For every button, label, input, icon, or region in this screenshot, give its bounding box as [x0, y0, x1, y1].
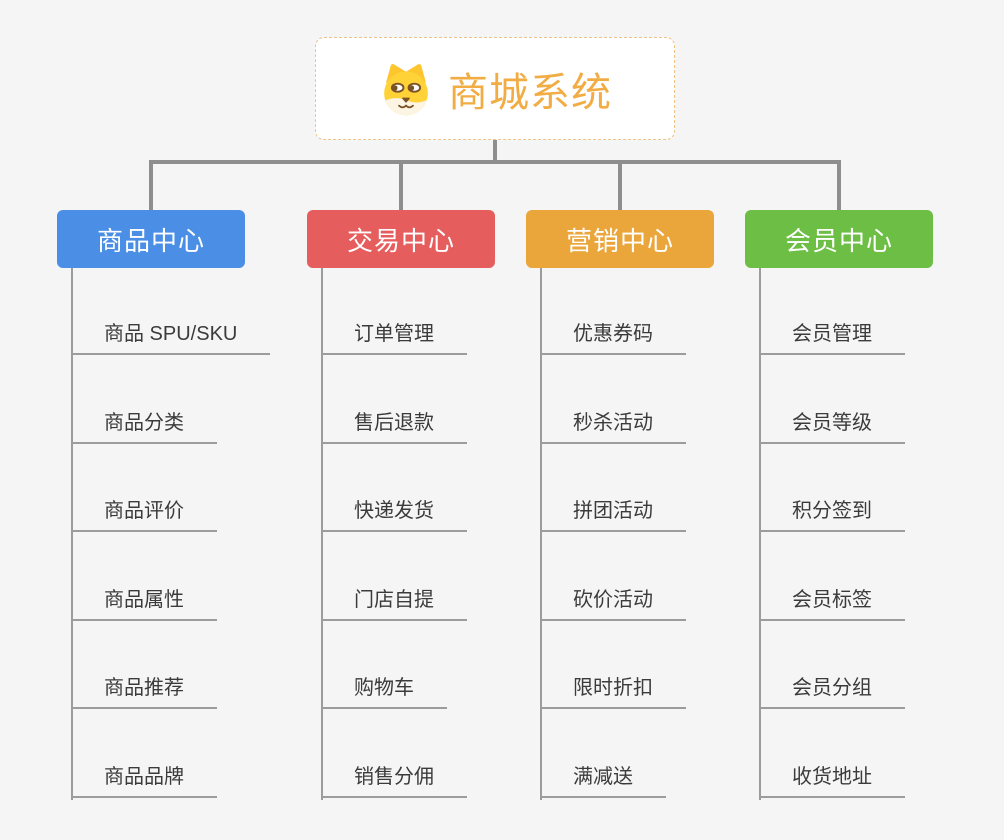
trunk-line-member-center [759, 268, 761, 800]
child-node-trade-center-5[interactable]: 购物车 [321, 674, 447, 709]
child-node-product-center-5[interactable]: 商品推荐 [71, 674, 217, 709]
branch-node-marketing-center[interactable]: 营销中心 [526, 210, 714, 268]
child-node-member-center-3[interactable]: 积分签到 [759, 497, 905, 532]
child-node-marketing-center-2[interactable]: 秒杀活动 [540, 409, 686, 444]
root-title: 商城系统 [448, 70, 612, 115]
branch-node-member-center[interactable]: 会员中心 [745, 210, 933, 268]
connector-drop-4 [837, 160, 841, 210]
child-node-product-center-4[interactable]: 商品属性 [71, 586, 217, 621]
child-node-member-center-1[interactable]: 会员管理 [759, 320, 905, 355]
child-node-member-center-5[interactable]: 会员分组 [759, 674, 905, 709]
child-node-trade-center-4[interactable]: 门店自提 [321, 586, 467, 621]
root-node[interactable]: 商城系统 [315, 37, 675, 140]
connector-root-stub [493, 140, 497, 164]
child-node-marketing-center-3[interactable]: 拼团活动 [540, 497, 686, 532]
child-node-trade-center-6[interactable]: 销售分佣 [321, 763, 467, 798]
child-node-marketing-center-1[interactable]: 优惠券码 [540, 320, 686, 355]
trunk-line-trade-center [321, 268, 323, 800]
child-node-product-center-3[interactable]: 商品评价 [71, 497, 217, 532]
child-node-trade-center-1[interactable]: 订单管理 [321, 320, 467, 355]
child-node-product-center-2[interactable]: 商品分类 [71, 409, 217, 444]
child-node-member-center-4[interactable]: 会员标签 [759, 586, 905, 621]
shiba-dog-icon [384, 63, 428, 115]
connector-drop-1 [149, 160, 153, 210]
child-node-product-center-1[interactable]: 商品 SPU/SKU [71, 320, 271, 355]
branch-node-product-center[interactable]: 商品中心 [57, 210, 245, 268]
connector-horizontal [149, 160, 841, 164]
child-node-member-center-2[interactable]: 会员等级 [759, 409, 905, 444]
child-node-marketing-center-5[interactable]: 限时折扣 [540, 674, 686, 709]
child-node-marketing-center-4[interactable]: 砍价活动 [540, 586, 686, 621]
branch-node-trade-center[interactable]: 交易中心 [307, 210, 495, 268]
connector-drop-3 [618, 160, 622, 210]
connector-drop-2 [399, 160, 403, 210]
child-node-trade-center-3[interactable]: 快递发货 [321, 497, 467, 532]
child-node-member-center-6[interactable]: 收货地址 [759, 763, 905, 798]
child-node-trade-center-2[interactable]: 售后退款 [321, 409, 467, 444]
child-node-product-center-6[interactable]: 商品品牌 [71, 763, 217, 798]
child-node-marketing-center-6[interactable]: 满减送 [540, 763, 666, 798]
trunk-line-product-center [71, 268, 73, 800]
trunk-line-marketing-center [540, 268, 542, 800]
